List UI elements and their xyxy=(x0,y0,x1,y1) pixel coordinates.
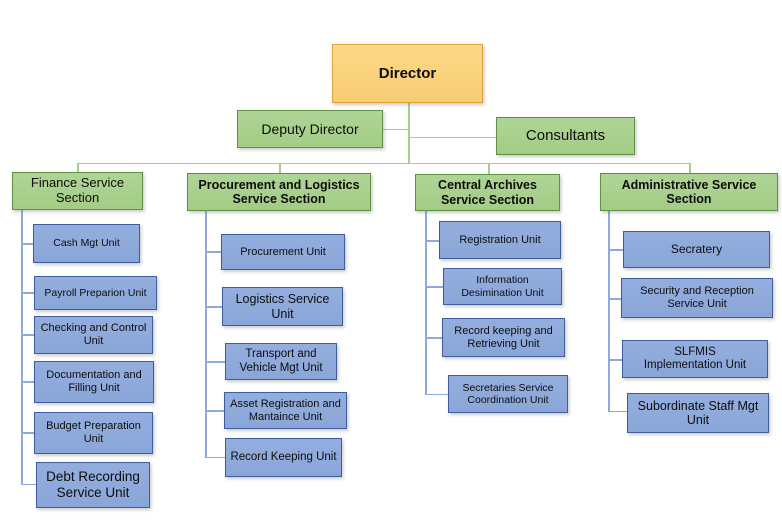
unit-subordinate-staff: Subordinate Staff Mgt Unit xyxy=(627,393,769,433)
unit-logistics-service-label: Logistics Service Unit xyxy=(235,292,330,321)
unit-debt-recording: Debt Recording Service Unit xyxy=(36,462,150,508)
node-director-label: Director xyxy=(378,64,437,82)
node-consultants: Consultants xyxy=(496,117,635,155)
connector-consultants xyxy=(409,136,496,138)
section-procurement-logistics-label: Procurement and Logistics Service Sectio… xyxy=(198,177,360,206)
connector-unit-stub-asset xyxy=(205,410,224,412)
section-administrative-label: Administrative Service Section xyxy=(621,177,757,206)
unit-secretaries-coordination: Secretaries Service Coordination Unit xyxy=(448,375,568,413)
connector-unit-stub-secretaries xyxy=(425,393,448,395)
connector-unit-stub-transport xyxy=(205,361,225,363)
connector-stub-finance xyxy=(77,163,79,172)
connector-unit-stub-logistics xyxy=(205,306,222,308)
unit-debt-recording-label: Debt Recording Service Unit xyxy=(46,469,140,500)
unit-cash-mgt: Cash Mgt Unit xyxy=(33,224,140,263)
unit-registration-label: Registration Unit xyxy=(459,233,541,246)
section-procurement-logistics: Procurement and Logistics Service Sectio… xyxy=(187,173,371,211)
unit-record-keeping: Record Keeping Unit xyxy=(225,438,342,477)
connector-unit-stub-checking xyxy=(21,334,34,336)
unit-procurement: Procurement Unit xyxy=(221,234,345,270)
connector-unit-stub-security xyxy=(608,298,621,300)
connector-sections-horizontal xyxy=(77,162,690,164)
connector-unit-stub-subordinate xyxy=(608,410,627,412)
unit-asset-registration: Asset Registration and Mantaince Unit xyxy=(224,392,347,429)
node-director: Director xyxy=(332,44,483,103)
unit-security-reception-label: Security and Reception Service Unit xyxy=(640,285,754,310)
unit-record-keeping-retrieving-label: Record keeping and Retrieving Unit xyxy=(454,324,553,350)
section-central-archives: Central Archives Service Section xyxy=(415,174,560,211)
unit-secratery-label: Secratery xyxy=(670,241,723,256)
unit-documentation-filling: Documentation and Filling Unit xyxy=(34,361,154,403)
unit-transport-vehicle-label: Transport and Vehicle Mgt Unit xyxy=(239,348,323,374)
connector-unit-stub-record-keeping xyxy=(205,456,225,458)
unit-registration: Registration Unit xyxy=(439,221,561,259)
unit-logistics-service: Logistics Service Unit xyxy=(222,287,343,326)
node-deputy-director-label: Deputy Director xyxy=(261,120,359,137)
unit-transport-vehicle: Transport and Vehicle Mgt Unit xyxy=(225,343,337,380)
unit-information-desimination-label: Information Desimination Unit xyxy=(461,274,544,299)
unit-documentation-filling-label: Documentation and Filling Unit xyxy=(46,369,142,394)
connector-central-spine xyxy=(425,211,427,395)
connector-stub-central-archives xyxy=(488,163,490,174)
unit-payroll-preparion: Payroll Preparion Unit xyxy=(34,276,157,310)
connector-unit-stub-payroll xyxy=(21,292,34,294)
unit-cash-mgt-label: Cash Mgt Unit xyxy=(53,237,120,250)
unit-payroll-preparion-label: Payroll Preparion Unit xyxy=(44,286,147,299)
connector-deputy-director xyxy=(383,128,408,130)
connector-director-trunk xyxy=(408,103,410,163)
connector-finance-spine xyxy=(21,210,23,485)
unit-record-keeping-label: Record Keeping Unit xyxy=(230,450,337,463)
unit-subordinate-staff-label: Subordinate Staff Mgt Unit xyxy=(637,398,759,427)
unit-secretaries-coordination-label: Secretaries Service Coordination Unit xyxy=(462,381,554,406)
connector-unit-stub-secratery xyxy=(608,249,623,251)
connector-procurement-spine xyxy=(205,211,207,458)
section-finance-service-label: Finance Service Section xyxy=(30,175,125,205)
unit-budget-preparation: Budget Preparation Unit xyxy=(34,412,153,454)
connector-unit-stub-procurement-unit xyxy=(205,251,221,253)
node-deputy-director: Deputy Director xyxy=(237,110,383,148)
connector-unit-stub-documentation xyxy=(21,381,34,383)
section-central-archives-label: Central Archives Service Section xyxy=(438,178,537,207)
connector-unit-stub-debt xyxy=(21,483,36,485)
node-consultants-label: Consultants xyxy=(525,127,606,145)
connector-stub-procurement xyxy=(279,163,281,173)
unit-record-keeping-retrieving: Record keeping and Retrieving Unit xyxy=(442,318,565,357)
unit-secratery: Secratery xyxy=(623,231,770,268)
unit-budget-preparation-label: Budget Preparation Unit xyxy=(46,420,141,445)
unit-slfmis-implementation-label: SLFMIS Implementation Unit xyxy=(643,345,747,371)
unit-asset-registration-label: Asset Registration and Mantaince Unit xyxy=(230,397,341,423)
connector-unit-stub-information xyxy=(425,286,443,288)
connector-unit-stub-cash xyxy=(21,243,33,245)
connector-unit-stub-registration xyxy=(425,240,439,242)
connector-stub-administrative xyxy=(689,163,691,173)
connector-admin-spine xyxy=(608,211,610,412)
unit-procurement-label: Procurement Unit xyxy=(240,245,326,258)
unit-information-desimination: Information Desimination Unit xyxy=(443,268,562,305)
connector-unit-stub-budget xyxy=(21,432,34,434)
unit-slfmis-implementation: SLFMIS Implementation Unit xyxy=(622,340,768,378)
section-finance-service: Finance Service Section xyxy=(12,172,143,210)
unit-checking-control-label: Checking and Control Unit xyxy=(40,322,147,347)
unit-security-reception: Security and Reception Service Unit xyxy=(621,278,773,318)
unit-checking-control: Checking and Control Unit xyxy=(34,316,153,354)
connector-unit-stub-record-retrieving xyxy=(425,337,442,339)
section-administrative: Administrative Service Section xyxy=(600,173,778,211)
connector-unit-stub-slfmis xyxy=(608,359,622,361)
